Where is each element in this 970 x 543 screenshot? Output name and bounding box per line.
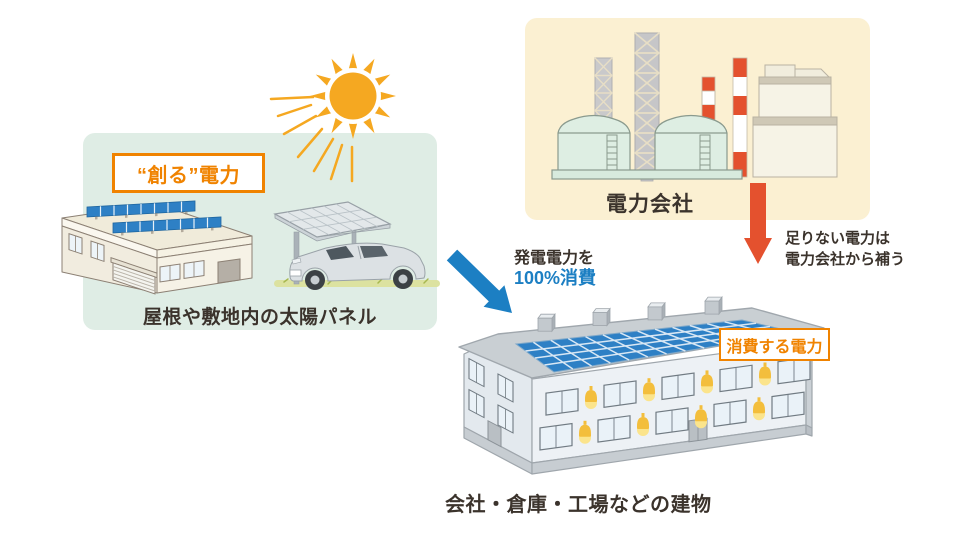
utility-label: 電力会社 xyxy=(606,193,694,216)
warehouse-door xyxy=(217,258,241,284)
sun-rays xyxy=(269,95,354,183)
consume-power-badge: 消費する電力 xyxy=(719,328,830,361)
warehouse-solar-panels xyxy=(86,200,222,236)
consume-power-badge-label: 消費する電力 xyxy=(726,338,823,356)
diagonal-arrow-icon xyxy=(446,249,512,313)
storage-tanks xyxy=(557,114,728,172)
flow-text: 発電電力を 100%消費 xyxy=(514,249,596,289)
factory-icon xyxy=(551,32,838,182)
create-power-badge-label: “創る”電力 xyxy=(137,164,240,187)
warehouse-icon xyxy=(61,200,253,295)
side-door xyxy=(487,419,502,448)
factory-platform xyxy=(551,169,743,180)
utility-note-line2: 電力会社から補う xyxy=(785,251,906,268)
utility-note: 足りない電力は 電力会社から補う xyxy=(785,228,905,270)
down-arrow-icon xyxy=(744,183,772,264)
solar-caption: 屋根や敷地内の太陽パネル xyxy=(142,307,377,328)
building-caption: 会社・倉庫・工場などの建物 xyxy=(445,494,712,516)
office-building-icon xyxy=(458,296,825,475)
plant-building xyxy=(752,64,838,178)
solar-carport-icon xyxy=(273,201,440,290)
car-icon xyxy=(289,242,426,290)
create-power-badge: “創る”電力 xyxy=(112,153,265,193)
utility-note-line1: 足りない電力は xyxy=(785,230,891,247)
shutter-door xyxy=(112,262,156,295)
flow-text-line2: 100%消費 xyxy=(514,268,597,288)
sun-icon xyxy=(269,53,396,183)
flow-text-line1: 発電電力を xyxy=(514,250,595,267)
